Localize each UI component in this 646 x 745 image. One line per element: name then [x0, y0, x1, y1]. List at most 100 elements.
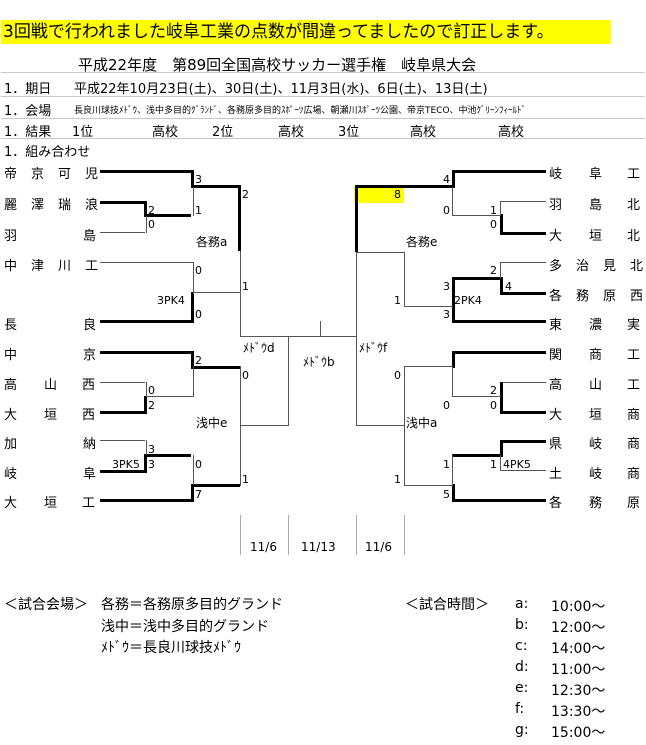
score: 5 — [443, 488, 450, 501]
time-key: b: — [515, 617, 529, 633]
score-corrected: 8 — [394, 188, 401, 201]
match-label: 浅中e — [196, 416, 228, 430]
score: 4 — [443, 173, 450, 186]
date-divider — [240, 515, 241, 555]
bracket-line — [452, 277, 455, 323]
bracket-line — [356, 336, 357, 426]
venue-legend-asanaka: 浅中＝浅中多目的グランド — [101, 619, 269, 635]
team-left-3: 羽島 — [4, 229, 97, 244]
score: 0 — [394, 369, 401, 382]
bracket-line — [193, 455, 194, 485]
score: 0 — [195, 308, 202, 321]
bracket-line — [452, 396, 501, 397]
team-right-7: 関商工 — [549, 348, 641, 363]
second-place-label: 2位 — [212, 125, 234, 140]
third-place-school: 高校 — [410, 125, 437, 140]
bracket-line — [193, 292, 240, 293]
score: 2 — [490, 384, 497, 397]
first-place-school: 高校 — [152, 125, 179, 140]
bracket-line — [240, 425, 288, 426]
time-value: 15:00～ — [551, 725, 606, 741]
third-place-school-2: 高校 — [498, 125, 525, 140]
date-divider — [356, 515, 357, 555]
bracket-line — [144, 454, 147, 473]
bracket-line — [100, 232, 145, 233]
bracket-line — [500, 440, 546, 443]
score: 3 — [443, 280, 450, 293]
bracket-line — [146, 440, 147, 455]
team-left-11: 大垣工 — [4, 496, 96, 511]
dates-label: 1．期日 — [4, 82, 52, 97]
score: 2 — [195, 354, 202, 367]
bracket-line — [500, 411, 546, 414]
date-divider — [288, 515, 289, 555]
bracket-line — [452, 454, 503, 457]
score: 3PK4 — [157, 294, 185, 307]
time-value: 14:00～ — [551, 641, 606, 657]
score: 2 — [148, 399, 155, 412]
second-place-school: 高校 — [278, 125, 305, 140]
match-label: ﾒﾄﾞｳf — [359, 341, 388, 355]
team-right-10: 県岐商 — [549, 437, 641, 452]
time-value: 10:00～ — [551, 599, 606, 615]
score: 2 — [490, 264, 497, 277]
bracket-line — [500, 262, 501, 278]
team-left-9: 加納 — [4, 437, 97, 452]
bracket-line — [238, 185, 241, 251]
score: 7 — [195, 488, 202, 501]
bracket-line — [100, 499, 192, 502]
team-right-12: 各務原 — [549, 496, 641, 511]
page-title: 平成22年度 第89回全国高校サッカー選手権 岐阜県大会 — [78, 56, 477, 74]
team-left-6: 中京 — [4, 348, 97, 363]
venue-label: 1．会場 — [4, 104, 52, 119]
score: 3 — [443, 308, 450, 321]
final-line — [320, 321, 321, 336]
bracket-line — [191, 484, 240, 487]
score: 0 — [195, 458, 202, 471]
bracket-line — [193, 187, 194, 216]
bracket-line — [193, 262, 194, 294]
score: 2 — [148, 204, 155, 217]
bracket-line — [144, 454, 191, 457]
date-divider — [404, 515, 405, 555]
team-right-4: 多治見北 — [549, 259, 644, 274]
score: 0 — [443, 204, 450, 217]
bracket-line — [452, 170, 546, 173]
score: 0 — [195, 264, 202, 277]
bracket-line — [500, 382, 546, 383]
bracket-line — [100, 470, 145, 473]
bracket-line — [500, 382, 503, 414]
team-right-9: 大垣商 — [549, 408, 641, 423]
bracket-line — [144, 396, 147, 414]
bracket-line — [500, 214, 503, 235]
bracket-line — [100, 382, 145, 383]
bracket-line — [240, 251, 241, 336]
dates-value: 平成22年10月23日(土)、30日(土)、11月3日(水)、6日(土)、13日… — [74, 82, 488, 97]
score: 0 — [242, 369, 249, 382]
time-key: a: — [515, 596, 529, 612]
bracket-line — [452, 320, 546, 323]
bracket-line — [500, 440, 503, 457]
score: 0 — [443, 399, 450, 412]
date-semifinal-left: 11/6 — [250, 540, 277, 554]
score: 4PK5 — [503, 458, 531, 471]
bracket-line — [404, 366, 405, 486]
date-semifinal-right: 11/6 — [365, 540, 392, 554]
team-left-4: 中津川工 — [4, 259, 99, 274]
score: 1 — [490, 458, 497, 471]
team-left-1: 帝京可児 — [4, 167, 99, 182]
bracket-line — [356, 425, 405, 426]
score: 3 — [148, 443, 155, 456]
grid-line — [1, 96, 645, 97]
final-line — [288, 336, 356, 337]
team-left-2: 麗澤瑞浪 — [4, 198, 99, 213]
bracket-line — [100, 262, 193, 263]
time-value: 11:00～ — [551, 662, 606, 678]
bracket-line — [404, 252, 405, 307]
bracket-line — [452, 170, 455, 187]
time-value: 12:30～ — [551, 683, 606, 699]
bracket-line — [500, 470, 546, 471]
bracket-line — [191, 185, 240, 188]
team-right-2: 羽島北 — [549, 198, 641, 213]
score: 0 — [148, 218, 155, 231]
